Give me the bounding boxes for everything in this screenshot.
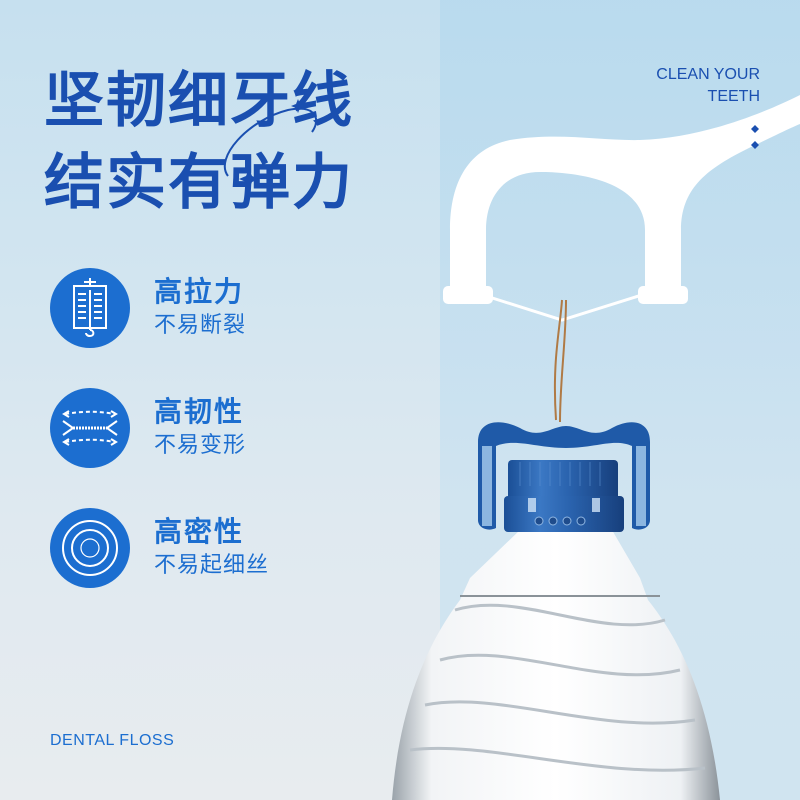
stretch-arrows-icon bbox=[50, 388, 130, 468]
feature-toughness: 高韧性 不易变形 bbox=[50, 388, 246, 468]
tagline-line-2: TEETH bbox=[707, 88, 760, 105]
headline-line-1: 坚韧细牙线 bbox=[44, 66, 354, 136]
tension-scale-icon bbox=[50, 268, 130, 348]
concentric-circles-icon bbox=[50, 508, 130, 588]
tagline-line-1: CLEAN YOUR bbox=[656, 66, 760, 83]
headline: 坚韧细牙线 结实有弹力 bbox=[44, 60, 354, 224]
headline-line-2: 结实有弹力 bbox=[44, 148, 354, 218]
feature-subtitle: 不易变形 bbox=[154, 433, 247, 458]
footer-label: DENTAL FLOSS bbox=[50, 732, 175, 749]
background-tint bbox=[440, 0, 800, 800]
sparkle-swirl-icon bbox=[223, 99, 318, 188]
feature-title: 高韧性 bbox=[154, 395, 245, 428]
feature-title: 高密性 bbox=[154, 515, 245, 548]
feature-subtitle: 不易断裂 bbox=[154, 313, 247, 338]
feature-tensile-strength: 高拉力 不易断裂 bbox=[50, 268, 246, 348]
tagline: CLEAN YOUR TEETH bbox=[656, 64, 760, 108]
feature-density: 高密性 不易起细丝 bbox=[50, 508, 269, 588]
feature-subtitle: 不易起细丝 bbox=[154, 553, 270, 578]
feature-title: 高拉力 bbox=[154, 275, 245, 308]
